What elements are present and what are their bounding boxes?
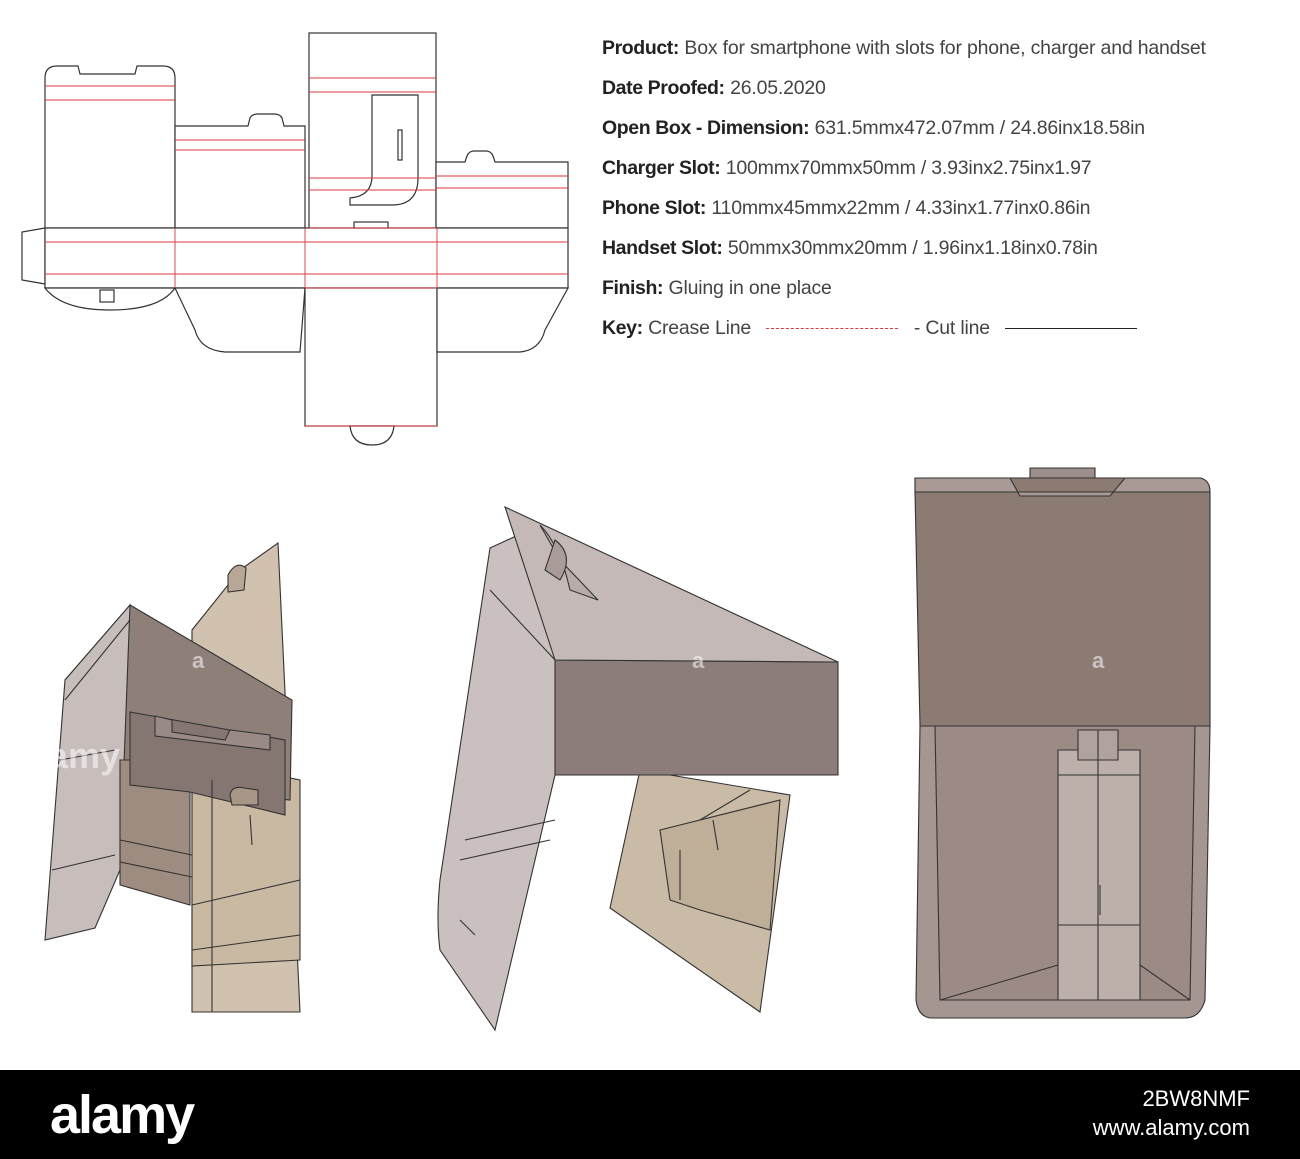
site-url[interactable]: www.alamy.com bbox=[1092, 1115, 1250, 1140]
spec-charger-slot: Charger Slot: 100mmx70mmx50mm / 3.93inx2… bbox=[602, 157, 1092, 179]
box-view-left bbox=[44, 541, 301, 1013]
spec-date: Date Proofed: 26.05.2020 bbox=[602, 77, 826, 99]
image-id-block: 2BW8NMF www.alamy.com bbox=[1093, 1084, 1250, 1142]
watermark-letter-1: a bbox=[192, 648, 205, 673]
box-view-right bbox=[914, 467, 1211, 1019]
footer-bar: alamy 2BW8NMF www.alamy.com bbox=[0, 1070, 1300, 1159]
flat-dieline bbox=[21, 32, 570, 446]
image-id: 2BW8NMF bbox=[1142, 1086, 1250, 1111]
key-cut-label: - Cut line bbox=[913, 317, 990, 339]
spec-handset-slot: Handset Slot: 50mmx30mmx20mm / 1.96inx1.… bbox=[602, 237, 1098, 259]
crease-lines bbox=[45, 77, 568, 427]
watermark-partial: amy bbox=[48, 735, 120, 776]
watermark-letter-2: a bbox=[692, 648, 705, 673]
spec-open-box: Open Box - Dimension: 631.5mmx472.07mm /… bbox=[602, 117, 1145, 139]
box-view-middle bbox=[437, 505, 839, 1032]
spec-phone-slot: Phone Slot: 110mmx45mmx22mm / 4.33inx1.7… bbox=[602, 197, 1091, 219]
spec-panel: Product: Box for smartphone with slots f… bbox=[602, 28, 1292, 348]
spec-finish: Finish: Gluing in one place bbox=[602, 277, 832, 299]
spec-product: Product: Box for smartphone with slots f… bbox=[602, 37, 1206, 59]
key-crease-label: Crease Line bbox=[648, 317, 752, 339]
crease-line-sample bbox=[766, 328, 899, 330]
dieline-illustration: a a a amy bbox=[21, 32, 1211, 1032]
cut-line-sample bbox=[1005, 328, 1138, 330]
watermark-letter-3: a bbox=[1092, 648, 1105, 673]
spec-key: Key: Crease Line - Cut line bbox=[602, 308, 1292, 348]
alamy-logo[interactable]: alamy bbox=[50, 1085, 195, 1145]
